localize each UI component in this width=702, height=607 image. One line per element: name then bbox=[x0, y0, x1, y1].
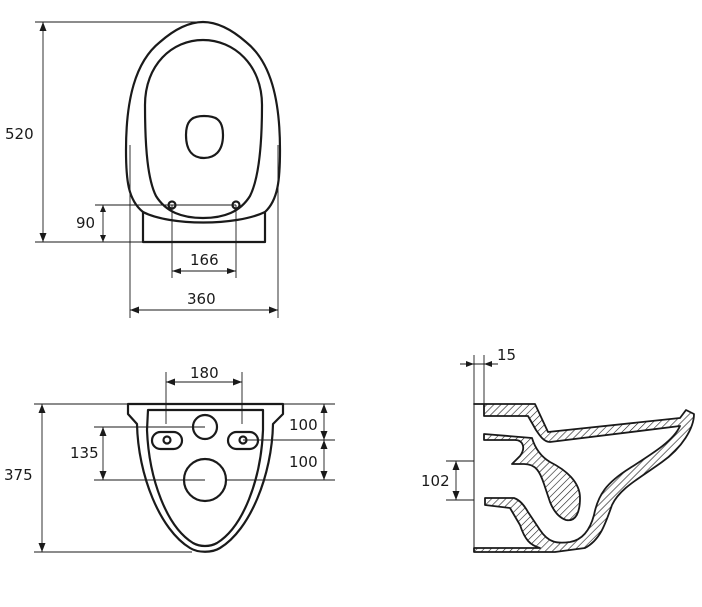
side-view-trapway bbox=[483, 433, 581, 522]
rear-view bbox=[126, 402, 285, 553]
dim-side-outlet-height-label: 102 bbox=[421, 472, 450, 490]
dim-fixing-offset-label: 90 bbox=[76, 214, 95, 232]
dim-rear-total-height-label: 375 bbox=[4, 466, 33, 484]
side-view-section-wall bbox=[473, 403, 695, 553]
side-view-dimensions: 15 102 bbox=[421, 346, 516, 501]
top-view-waste-opening bbox=[184, 114, 225, 160]
rear-view-fixing-slot-right bbox=[226, 430, 260, 451]
top-view-dimensions: 520 90 166 360 bbox=[5, 21, 279, 318]
dim-side-rim-offset-label: 15 bbox=[497, 346, 516, 364]
rear-view-outline bbox=[126, 402, 285, 553]
dim-fixing-spacing-label: 166 bbox=[190, 251, 219, 269]
top-view bbox=[124, 20, 282, 244]
dim-width-label: 360 bbox=[187, 290, 216, 308]
rear-view-dimensions: 180 375 135 100 100 bbox=[4, 364, 335, 553]
top-view-seat-fixing-line bbox=[141, 210, 267, 224]
dim-rear-lower-spacing-label: 100 bbox=[289, 453, 318, 471]
top-view-bowl-outline bbox=[124, 20, 282, 244]
rear-view-inner-flange bbox=[145, 408, 265, 548]
dim-length-label: 520 bbox=[5, 125, 34, 143]
dim-rear-outlet-height-label: 135 bbox=[70, 444, 99, 462]
dim-rear-top-span-label: 180 bbox=[190, 364, 219, 382]
top-view-bowl-rim bbox=[143, 38, 264, 220]
rear-view-fixing-hole-left bbox=[162, 435, 172, 445]
side-view bbox=[473, 403, 695, 553]
rear-view-fixing-slot-left bbox=[150, 430, 184, 451]
dim-rear-upper-spacing-label: 100 bbox=[289, 416, 318, 434]
